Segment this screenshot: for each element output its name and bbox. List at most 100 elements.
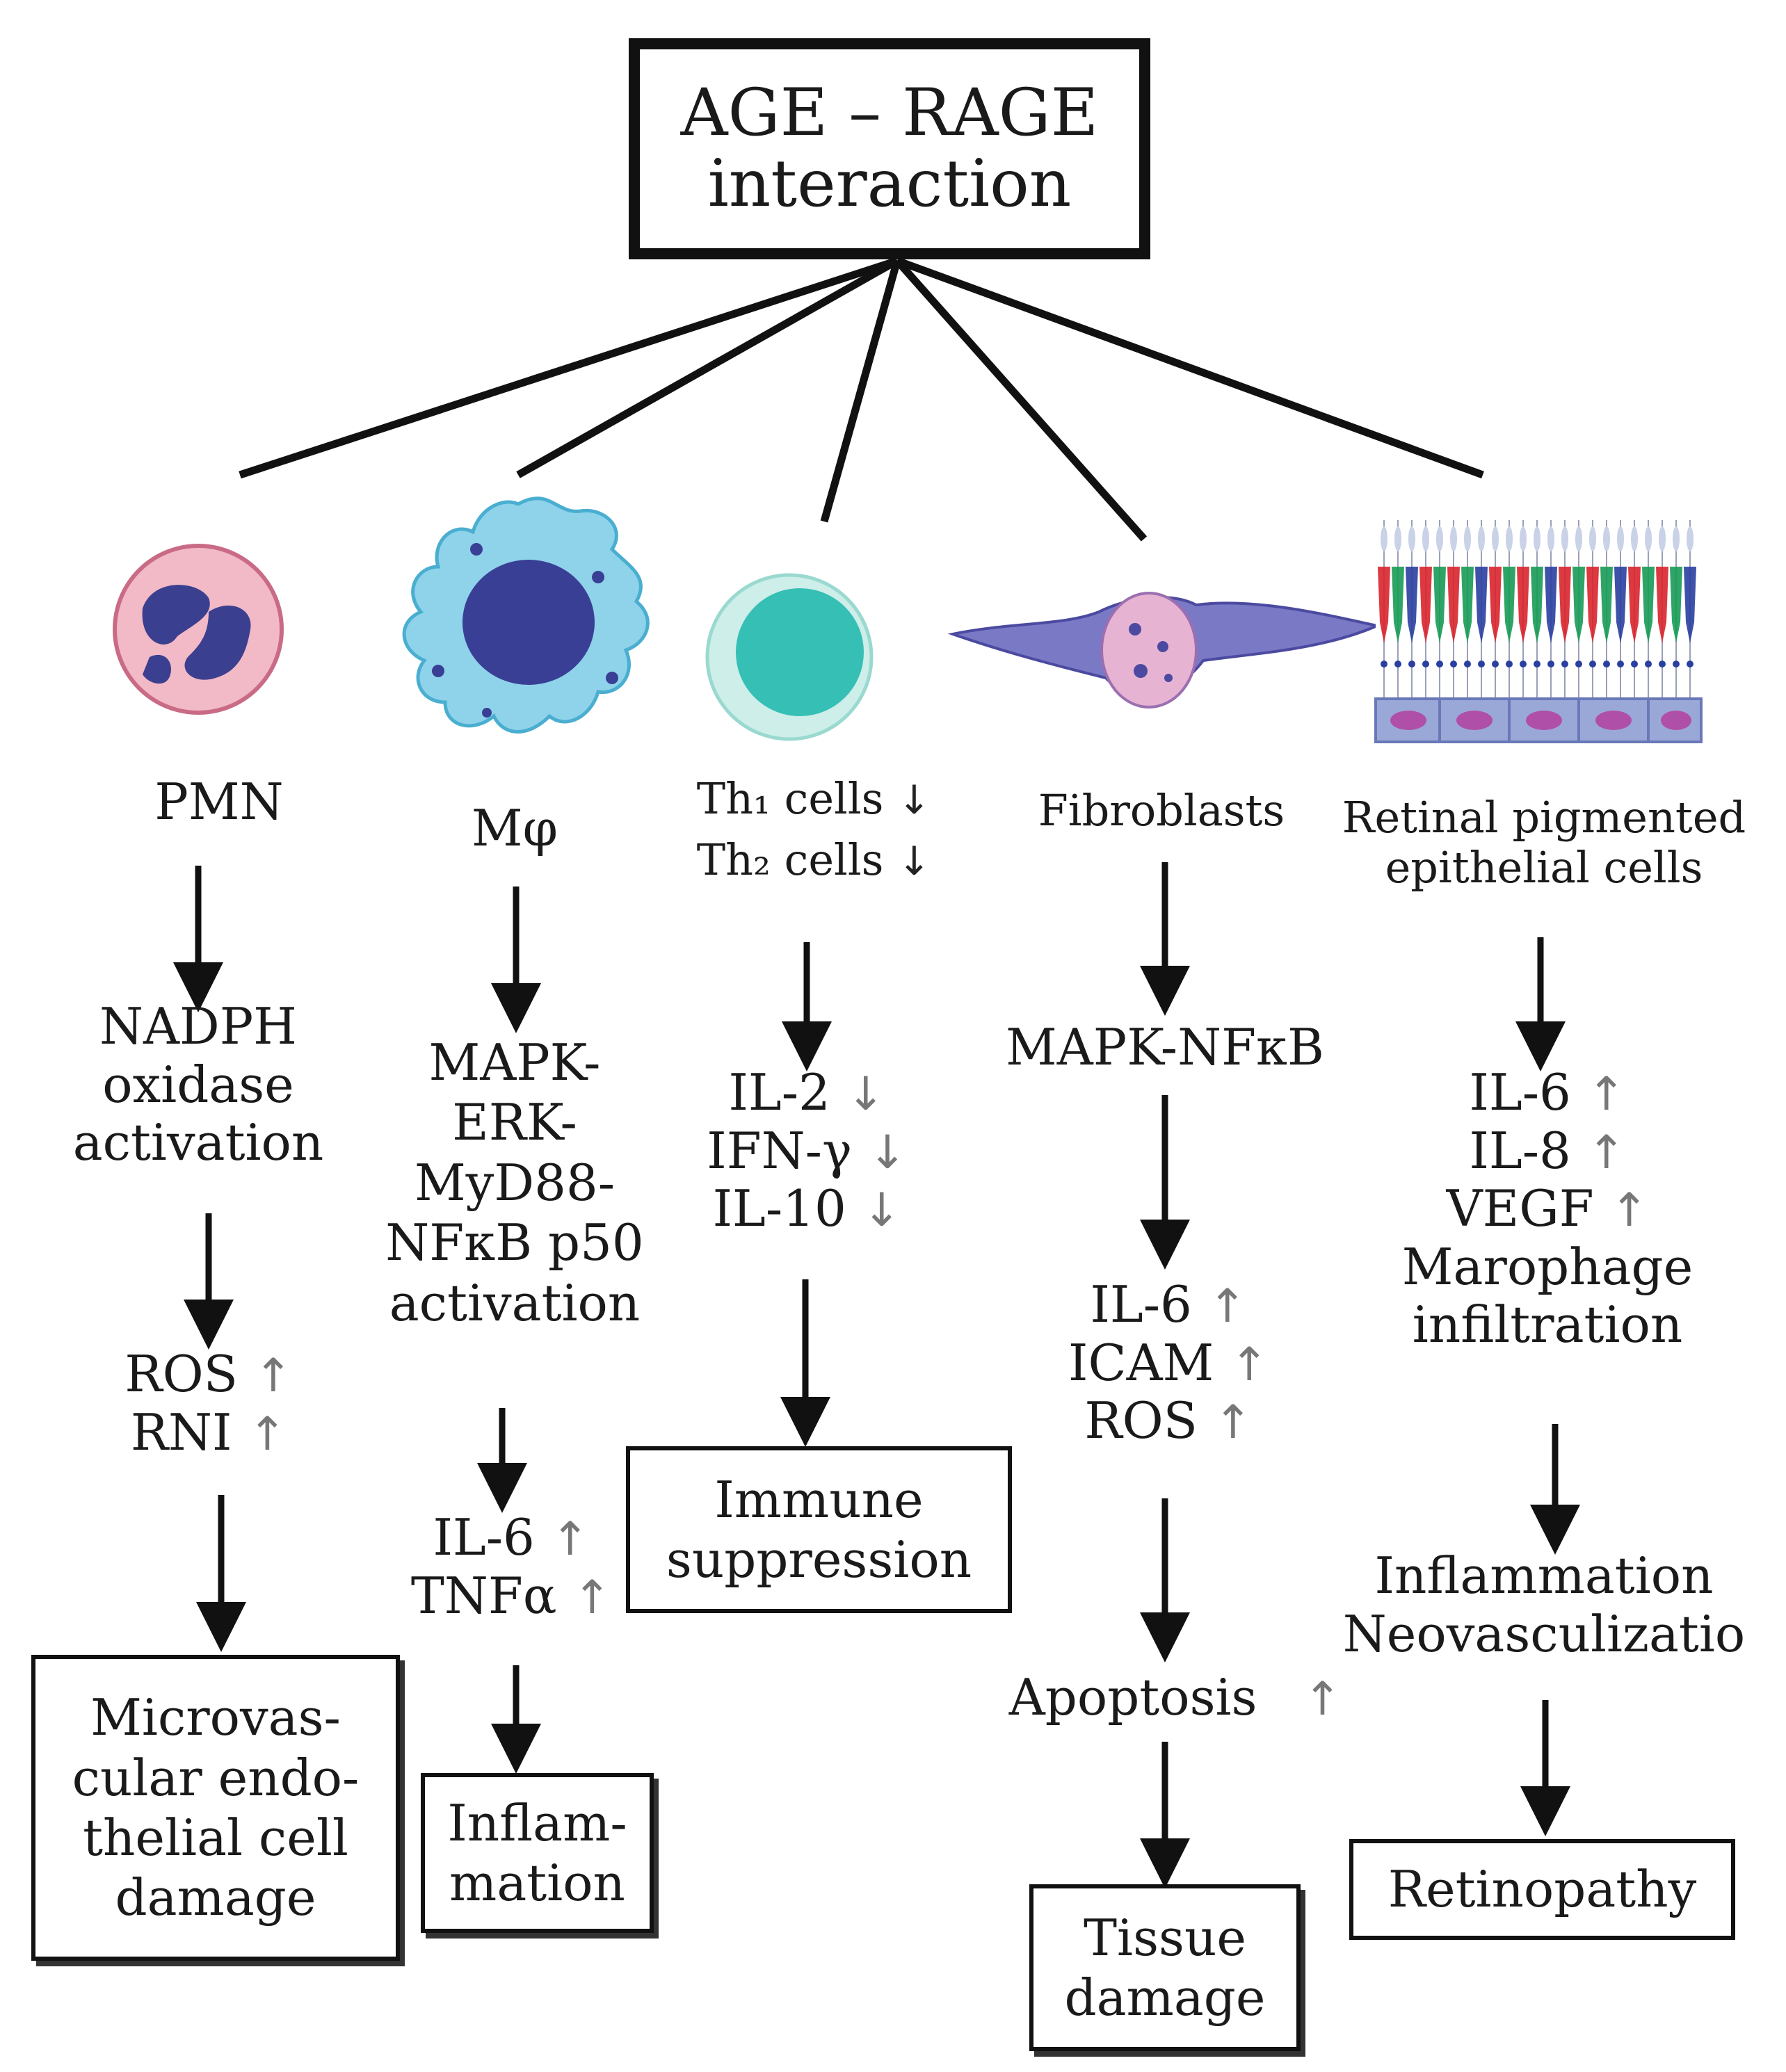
up-arrow-icon: ↑: [1303, 1672, 1342, 1726]
retina-cone-cell: [1392, 567, 1404, 643]
retina-cone-cell: [1572, 567, 1585, 643]
retina-cone-cell: [1406, 567, 1418, 643]
connector-pmn: [239, 257, 899, 479]
lymphocyte-step-cytokines: IL-2↓ IFN-γ↓ IL-10↓: [707, 1063, 907, 1238]
retina-nucleus: [1534, 661, 1540, 667]
retina-outer-segment: [1492, 526, 1499, 551]
pmn-step-nadph: NADPH oxidase activation: [72, 997, 324, 1172]
retina-nucleus: [1381, 661, 1387, 667]
retina-outer-segment: [1478, 526, 1485, 551]
fibroblast-label: Fibroblasts: [1038, 785, 1285, 836]
up-arrow-icon: ↑: [1587, 1125, 1626, 1179]
retina-nucleus: [1520, 661, 1527, 667]
macrophage-step-mapk: MAPK- ERK- MyD88- NFκB p50 activation: [385, 1033, 644, 1332]
outcome-tissue-damage: Tissue damage: [1029, 1884, 1301, 2051]
retina-outer-segment: [1394, 526, 1401, 551]
retina-outer-segment: [1422, 526, 1429, 551]
macrophage-illustration: [402, 496, 650, 734]
retina-cone-cell: [1447, 567, 1460, 643]
down-arrow-icon: ↓: [897, 777, 931, 823]
pmn-step-ros-rni: ROS↑ RNI↑: [124, 1345, 293, 1462]
macrophage-step-cytokines: IL-6↑ TNFα↑: [410, 1508, 612, 1625]
outcome-microvascular-damage: Microvas- cular endo- thelial cell damag…: [31, 1655, 400, 1961]
rpe-step-inflammation: Inflammation Neovasculizatio: [1342, 1546, 1746, 1663]
title-box: AGE – RAGE interaction: [629, 38, 1150, 259]
retina-nucleus: [1394, 661, 1401, 667]
up-arrow-icon: ↑: [1214, 1395, 1253, 1450]
retina-cone-cell: [1433, 567, 1446, 643]
down-arrow-icon: ↓: [846, 1067, 885, 1121]
retina-cone-cell: [1684, 567, 1696, 643]
rpe-label: Retinal pigmented epithelial cells: [1342, 792, 1746, 893]
retina-nucleus: [1464, 661, 1471, 667]
retina-nucleus: [1492, 661, 1499, 667]
retina-outer-segment: [1408, 526, 1415, 551]
connector-lines: [239, 257, 1484, 542]
down-arrow-icon: ↓: [868, 1125, 907, 1179]
up-arrow-icon: ↑: [1230, 1337, 1269, 1391]
outcome-immune-suppression: Immune suppression: [626, 1446, 1012, 1613]
title-line-1: AGE – RAGE: [680, 75, 1099, 152]
retina-cone-cell: [1559, 567, 1571, 643]
retina-outer-segment: [1673, 526, 1680, 551]
retina-outer-segment: [1534, 526, 1540, 551]
retina-outer-segment: [1436, 526, 1443, 551]
pmn-cell-illustration: [113, 544, 284, 715]
retina-outer-segment: [1645, 526, 1652, 551]
fibroblast-step-apoptosis: Apoptosis↑: [1008, 1668, 1342, 1726]
retina-outer-segment: [1464, 526, 1471, 551]
up-arrow-icon: ↑: [551, 1512, 590, 1566]
retina-outer-segment: [1659, 526, 1666, 551]
retina-nucleus: [1673, 661, 1680, 667]
retina-cone-cell: [1642, 567, 1655, 643]
retina-nucleus: [1631, 661, 1638, 667]
retina-cone-cell: [1489, 567, 1502, 643]
retina-cone-cell: [1517, 567, 1529, 643]
up-arrow-icon: ↑: [572, 1570, 612, 1624]
up-arrow-icon: ↑: [1208, 1279, 1247, 1333]
outcome-inflammation: Inflam- mation: [421, 1773, 654, 1933]
retina-cone-cell: [1503, 567, 1515, 643]
connector-fibroblast: [894, 258, 1148, 542]
lymphocyte-illustration: [705, 573, 874, 741]
retina-nucleus: [1659, 661, 1666, 667]
retina-cone-cell: [1586, 567, 1599, 643]
retina-outer-segment: [1506, 526, 1513, 551]
lymphocyte-label: Th₁ cells↓ Th₂ cells↓: [696, 773, 931, 886]
retina-cone-cell: [1531, 567, 1543, 643]
fibroblast-step-cytokines: IL-6↑ ICAM↑ ROS↑: [1068, 1275, 1269, 1450]
retina-nucleus: [1561, 661, 1568, 667]
retina-nucleus: [1450, 661, 1457, 667]
down-arrow-icon: ↓: [897, 839, 931, 885]
up-arrow-icon: ↑: [248, 1407, 287, 1461]
retina-cone-cell: [1545, 567, 1557, 643]
title-line-2: interaction: [707, 146, 1072, 222]
retina-nucleus: [1687, 661, 1694, 667]
retina-outer-segment: [1631, 526, 1638, 551]
retina-nucleus: [1617, 661, 1624, 667]
retina-outer-segment: [1520, 526, 1527, 551]
retina-cone-cell: [1419, 567, 1432, 643]
retina-nucleus: [1575, 661, 1582, 667]
retina-outer-segment: [1687, 526, 1694, 551]
retina-outer-segment: [1450, 526, 1457, 551]
retina-cone-cell: [1628, 567, 1641, 643]
retina-nucleus: [1589, 661, 1596, 667]
retina-nucleus: [1408, 661, 1415, 667]
retina-outer-segment: [1617, 526, 1624, 551]
retina-nucleus: [1603, 661, 1610, 667]
outcome-retinopathy: Retinopathy: [1349, 1839, 1735, 1940]
retina-nucleus: [1547, 661, 1554, 667]
flow-arrows: [173, 862, 1580, 1888]
retina-nucleus: [1645, 661, 1652, 667]
retina-outer-segment: [1547, 526, 1554, 551]
retina-illustration: [1374, 516, 1703, 743]
fibroblast-illustration: [947, 592, 1382, 709]
retina-cone-cell: [1475, 567, 1488, 643]
down-arrow-icon: ↓: [862, 1183, 901, 1238]
retina-cone-cell: [1461, 567, 1474, 643]
retina-outer-segment: [1575, 526, 1582, 551]
retina-nucleus: [1422, 661, 1429, 667]
connector-lymphocyte: [820, 259, 901, 523]
